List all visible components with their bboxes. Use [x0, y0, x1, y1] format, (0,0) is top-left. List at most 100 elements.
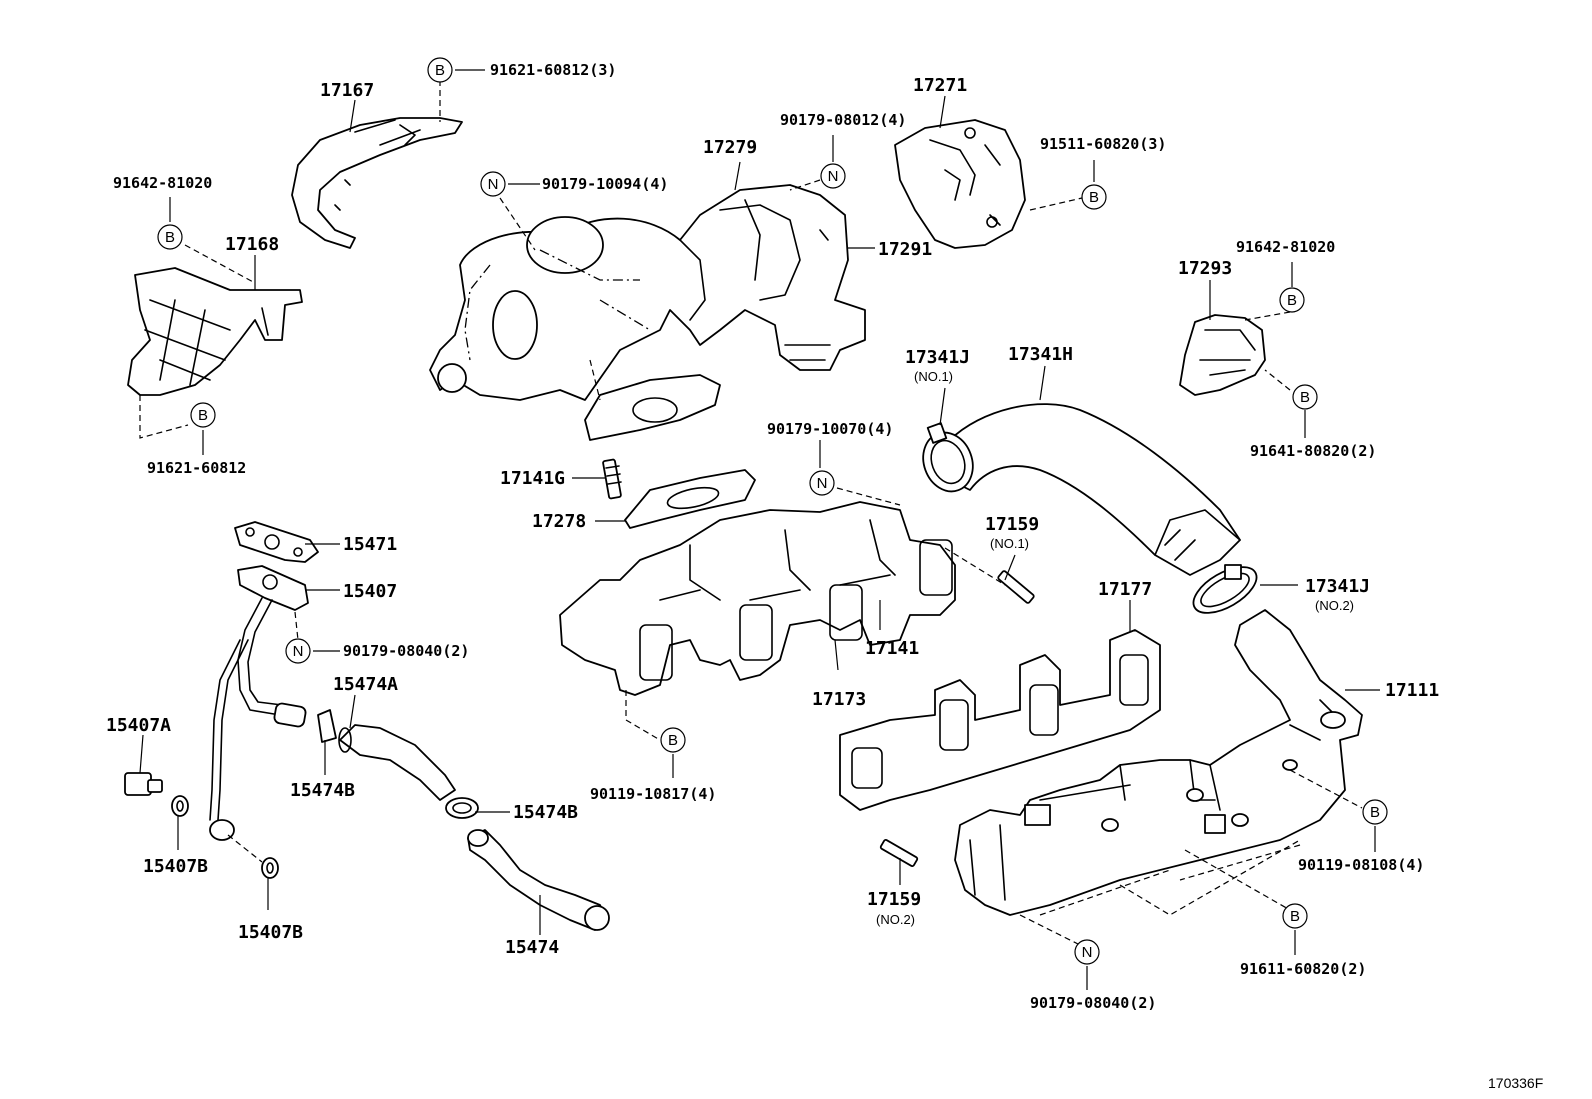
part-17159-stud-2 [879, 839, 919, 867]
label-17141: 17141 [865, 638, 919, 659]
part-17159-stud-1 [997, 570, 1035, 604]
marker-b-bracket-upper: B [1279, 287, 1305, 313]
svg-text:B: B [1287, 292, 1297, 309]
label-17168: 17168 [225, 234, 279, 255]
label-15474: 15474 [505, 937, 559, 958]
label-17111: 17111 [1385, 680, 1439, 701]
marker-n-turbo-top: N [820, 163, 846, 189]
svg-text:B: B [668, 732, 678, 749]
part-17341J-clamp-1 [922, 422, 974, 493]
svg-text:B: B [1370, 804, 1380, 821]
label-no2-a: (NO.2) [1315, 598, 1354, 613]
circle-markers: B B B N N B B B N N B B B N [157, 57, 1388, 965]
label-91621-60812: 91621-60812 [147, 459, 246, 477]
label-90179-08040-2-left: 90179-08040(2) [343, 642, 469, 660]
part-15407B-washer-1 [171, 795, 189, 817]
label-90179-10070-4: 90179-10070(4) [767, 420, 893, 438]
label-17341H: 17341H [1008, 344, 1073, 365]
svg-text:N: N [293, 643, 304, 660]
label-91642-81020-right: 91642-81020 [1236, 238, 1335, 256]
part-17111-intake-manifold [954, 609, 1363, 916]
label-15474B-1: 15474B [290, 780, 355, 801]
svg-text:B: B [1300, 389, 1310, 406]
svg-text:B: B [165, 229, 175, 246]
label-17278: 17278 [532, 511, 586, 532]
part-15474-pipe [467, 829, 610, 931]
label-17159-no1: 17159 [985, 514, 1039, 535]
label-17279: 17279 [703, 137, 757, 158]
svg-text:N: N [828, 168, 839, 185]
label-17173: 17173 [812, 689, 866, 710]
label-17167: 17167 [320, 80, 374, 101]
label-no1-a: (NO.1) [914, 369, 953, 384]
label-17341J-no2: 17341J [1305, 576, 1370, 597]
svg-text:N: N [817, 475, 828, 492]
part-17167-insulator [291, 117, 463, 249]
part-17168-insulator [127, 267, 303, 396]
label-17159-no2: 17159 [867, 889, 921, 910]
label-17271: 17271 [913, 75, 967, 96]
label-91621-60812-3: 91621-60812(3) [490, 61, 616, 79]
svg-text:N: N [1082, 944, 1093, 961]
label-91642-81020-left: 91642-81020 [113, 174, 212, 192]
label-90179-10094-4: 90179-10094(4) [542, 175, 668, 193]
part-15474B-clip-1 [317, 709, 337, 743]
illustration-reference-code: 170336F [1488, 1075, 1543, 1091]
marker-n-turbo: N [480, 171, 506, 197]
label-17293: 17293 [1178, 258, 1232, 279]
label-15471: 15471 [343, 534, 397, 555]
marker-n-oil-pipe: N [285, 638, 311, 664]
label-90179-08040-2-bottom: 90179-08040(2) [1030, 994, 1156, 1012]
marker-b-left-lower: B [190, 402, 216, 428]
label-15407B-2: 15407B [238, 922, 303, 943]
part-17141G-stud [602, 458, 622, 500]
svg-text:B: B [435, 62, 445, 79]
svg-text:B: B [1290, 908, 1300, 925]
label-91641-80820-2: 91641-80820(2) [1250, 442, 1376, 460]
part-15407A-bolt [124, 772, 163, 796]
marker-b-insulator: B [1081, 184, 1107, 210]
part-labels: 17167 91621-60812(3) 91642-81020 17168 9… [106, 61, 1543, 1091]
label-91611-60820-2: 91611-60820(2) [1240, 960, 1366, 978]
label-15474B-2: 15474B [513, 802, 578, 823]
marker-b-intake-right: B [1362, 799, 1388, 825]
label-17291: 17291 [878, 239, 932, 260]
marker-n-exhaust: N [809, 470, 835, 496]
label-15474A: 15474A [333, 674, 398, 695]
marker-b-intake-bottom: B [1282, 903, 1308, 929]
marker-b-left-upper: B [157, 224, 183, 250]
part-17341J-clamp-2 [1192, 564, 1258, 614]
label-17141G: 17141G [500, 468, 565, 489]
svg-text:B: B [1089, 189, 1099, 206]
marker-b-top: B [427, 57, 453, 83]
leader-lines [139, 69, 1380, 990]
svg-text:N: N [488, 176, 499, 193]
label-90179-08012-4: 90179-08012(4) [780, 111, 906, 129]
label-90119-08108-4: 90119-08108(4) [1298, 856, 1424, 874]
part-17278-gasket [624, 469, 756, 529]
part-17341H-hose [949, 403, 1241, 576]
label-15407A: 15407A [106, 715, 171, 736]
label-17177: 17177 [1098, 579, 1152, 600]
marker-b-exhaust-lower: B [660, 727, 686, 753]
part-17177-gasket [839, 629, 1161, 811]
part-15474A-hose [338, 724, 456, 801]
label-no2-b: (NO.2) [876, 912, 915, 927]
part-17141-exhaust-manifold [559, 501, 956, 696]
part-15474B-clip-2 [445, 797, 479, 819]
part-15407B-washer-2 [261, 857, 279, 879]
part-17279-turbocharger [429, 184, 866, 441]
part-17293-bracket [1179, 314, 1266, 396]
part-17271-insulator [894, 119, 1026, 249]
label-17341J-no1: 17341J [905, 347, 970, 368]
part-15471-gasket [234, 521, 319, 563]
marker-b-bracket-lower: B [1292, 384, 1318, 410]
marker-n-intake-bottom: N [1074, 939, 1100, 965]
label-90119-10817-4: 90119-10817(4) [590, 785, 716, 803]
label-91511-60820-3: 91511-60820(3) [1040, 135, 1166, 153]
svg-text:B: B [198, 407, 208, 424]
reference-lines [139, 80, 1363, 946]
label-15407: 15407 [343, 581, 397, 602]
label-no1-b: (NO.1) [990, 536, 1029, 551]
